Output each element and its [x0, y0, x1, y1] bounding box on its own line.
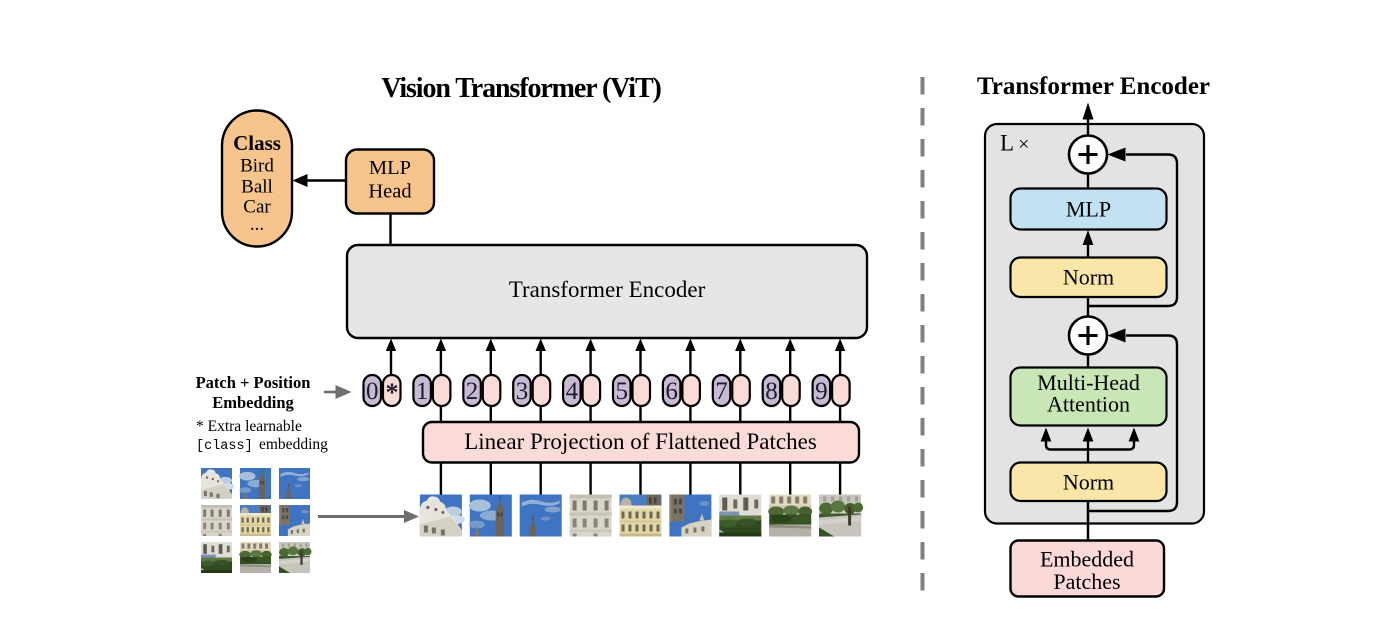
svg-text:Embedded: Embedded	[1040, 547, 1134, 572]
svg-text:* Extra learnable: * Extra learnable	[196, 418, 302, 435]
svg-text:embedding: embedding	[259, 436, 328, 453]
svg-text:Class: Class	[233, 131, 281, 155]
svg-text:5: 5	[616, 378, 629, 405]
svg-text:Transformer Encoder: Transformer Encoder	[977, 73, 1210, 100]
svg-text:2: 2	[466, 378, 479, 405]
svg-text:Car: Car	[243, 197, 271, 218]
svg-text:Norm: Norm	[1063, 470, 1114, 495]
svg-text:Vision Transformer (ViT): Vision Transformer (ViT)	[381, 73, 661, 104]
svg-text:7: 7	[715, 378, 728, 405]
svg-text:1: 1	[416, 378, 429, 405]
svg-text:Norm: Norm	[1063, 265, 1114, 290]
svg-text:[class]: [class]	[196, 439, 253, 454]
svg-text:4: 4	[566, 378, 579, 405]
svg-text:0: 0	[366, 378, 379, 405]
svg-text:8: 8	[765, 378, 778, 405]
svg-text:Embedding: Embedding	[212, 393, 294, 412]
svg-text:Attention: Attention	[1047, 392, 1130, 417]
svg-text:6: 6	[665, 378, 678, 405]
svg-text:3: 3	[516, 378, 529, 405]
svg-text:Patch + Position: Patch + Position	[196, 373, 311, 392]
svg-text:Head: Head	[368, 181, 411, 203]
svg-text:Multi-Head: Multi-Head	[1037, 370, 1140, 395]
svg-text:MLP: MLP	[1066, 197, 1111, 222]
svg-text:Patches: Patches	[1053, 569, 1120, 594]
svg-text:*: *	[386, 378, 399, 407]
svg-text:Bird: Bird	[240, 156, 274, 177]
svg-text:...: ...	[250, 214, 264, 235]
svg-text:MLP: MLP	[369, 157, 411, 179]
svg-text:Linear Projection of Flattened: Linear Projection of Flattened Patches	[464, 429, 817, 454]
svg-text:9: 9	[815, 378, 828, 405]
svg-text:Ball: Ball	[241, 177, 273, 198]
svg-text:Transformer Encoder: Transformer Encoder	[509, 277, 706, 302]
